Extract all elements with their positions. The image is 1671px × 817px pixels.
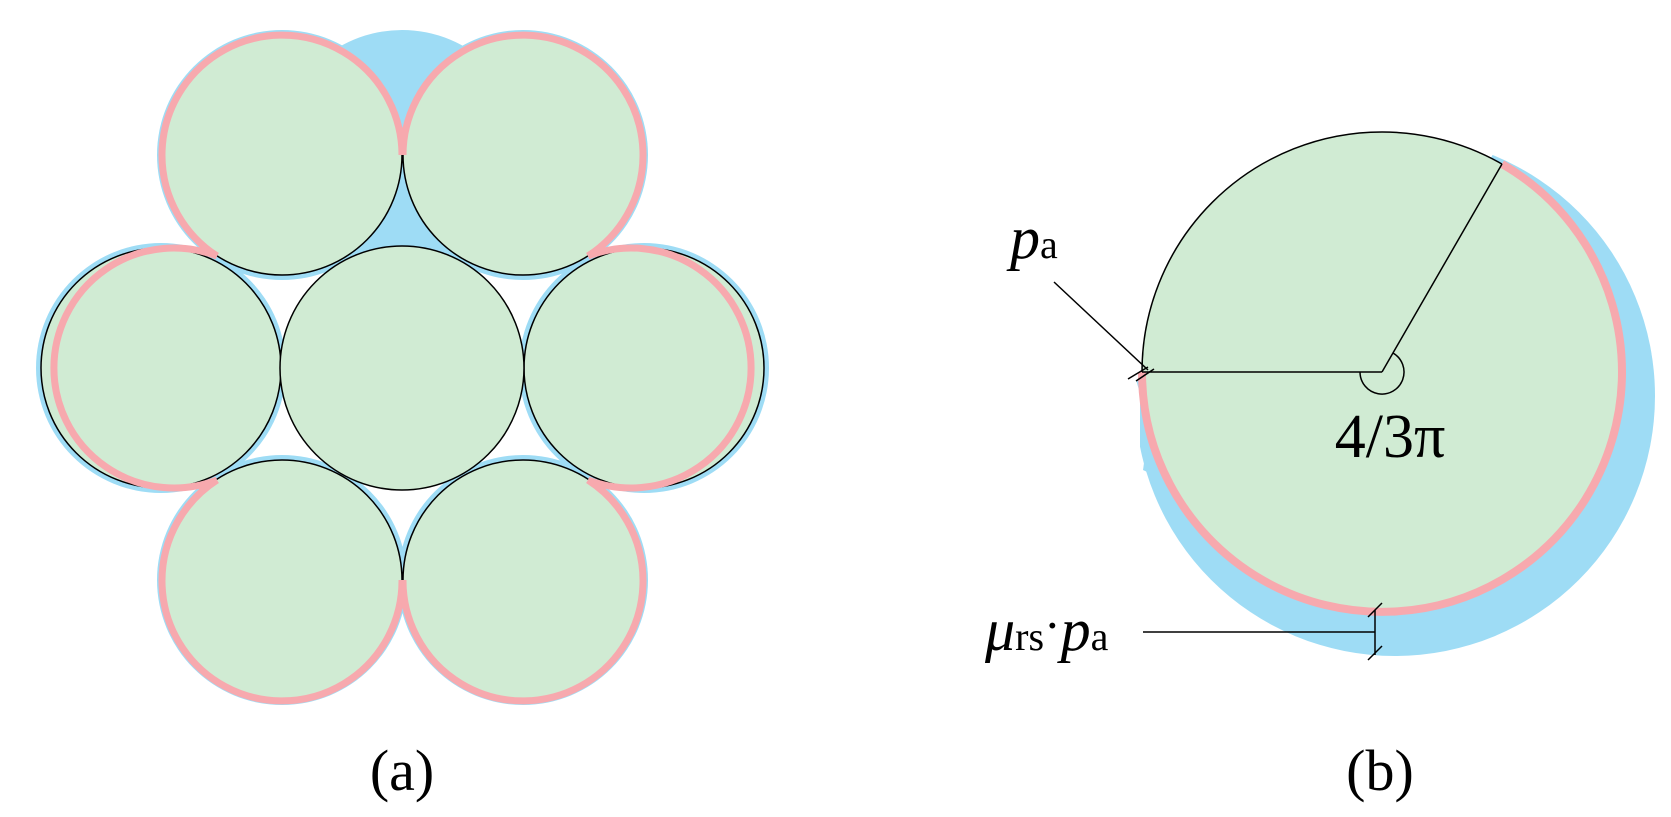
outer-wires: [40, 34, 765, 701]
contact-arcs-a: [50, 31, 755, 705]
friction-pressure-symbol: p: [1057, 597, 1091, 663]
panel-a-strand-cross-section: (a): [36, 30, 769, 803]
contact-arc-bottom-left: [158, 477, 406, 705]
angle-marker: [1359, 352, 1405, 395]
contact-arc-b: [1138, 160, 1626, 616]
contact-arc-top-right: [399, 31, 647, 259]
pressure-leader: [1053, 281, 1149, 371]
contact-arc-bottom-right: [399, 477, 647, 705]
wire-mid-right: [523, 247, 765, 489]
friction-subscript: rs: [1015, 614, 1044, 659]
contact-arc-top-left: [158, 31, 406, 259]
pressure-label: pa: [1006, 205, 1058, 271]
caption-a: (a): [370, 738, 434, 803]
contact-arc-mid-right: [586, 244, 755, 492]
friction-label: μrs·pa: [984, 597, 1109, 663]
panel-b-single-wire: pa 4/3π μrs·pa (b): [984, 131, 1655, 803]
pressure-tick-marks: [1127, 366, 1155, 382]
pressure-subscript: a: [1040, 222, 1058, 267]
radius-oblique: [1381, 163, 1503, 373]
caption-b: (b): [1346, 738, 1414, 803]
friction-tick-top: [1367, 602, 1383, 618]
contact-arc-mid-left: [50, 244, 219, 492]
friction-pressure-subscript: a: [1091, 614, 1109, 659]
wire-mid-left: [40, 247, 282, 489]
friction-dot: ·: [1044, 597, 1061, 653]
pressure-symbol: p: [1006, 205, 1040, 271]
friction-tick-bottom: [1367, 645, 1383, 661]
wire-centre: [279, 245, 525, 491]
angle-label: 4/3π: [1335, 403, 1446, 471]
friction-symbol: μ: [984, 597, 1015, 663]
